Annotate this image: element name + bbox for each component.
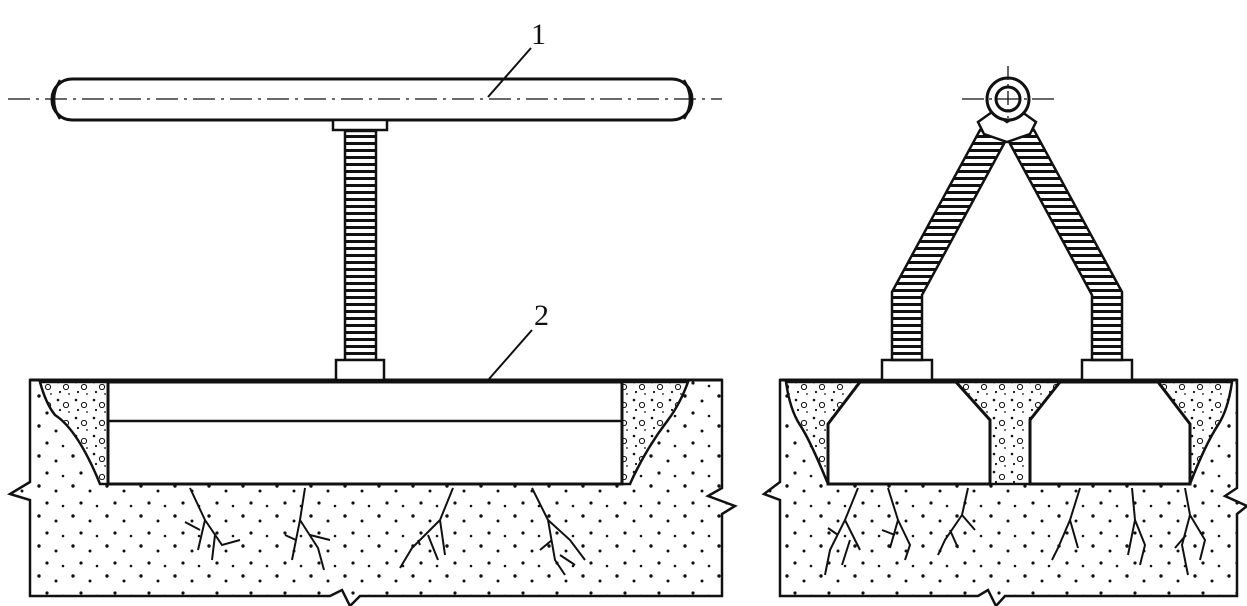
- leader-line-1: [487, 47, 532, 98]
- base-pedestal-right: [1080, 358, 1134, 382]
- footing-block-left: [826, 380, 992, 486]
- roots-right: [824, 487, 1207, 576]
- inclined-rod-left: [890, 128, 1008, 362]
- label-2: 2: [534, 299, 549, 332]
- footing-block-right: [1028, 380, 1192, 486]
- front-view: 1 2: [6, 18, 738, 606]
- inclined-rod-right: [1006, 128, 1124, 362]
- footing-block: [106, 380, 624, 486]
- leader-line-2: [488, 329, 533, 380]
- side-view: [761, 66, 1247, 606]
- base-pedestal-left: [880, 358, 934, 382]
- roots-left: [184, 487, 586, 576]
- base-pedestal: [334, 358, 386, 382]
- label-1: 1: [531, 18, 546, 51]
- top-saddle-plate: [331, 118, 389, 132]
- threaded-rod: [343, 129, 378, 362]
